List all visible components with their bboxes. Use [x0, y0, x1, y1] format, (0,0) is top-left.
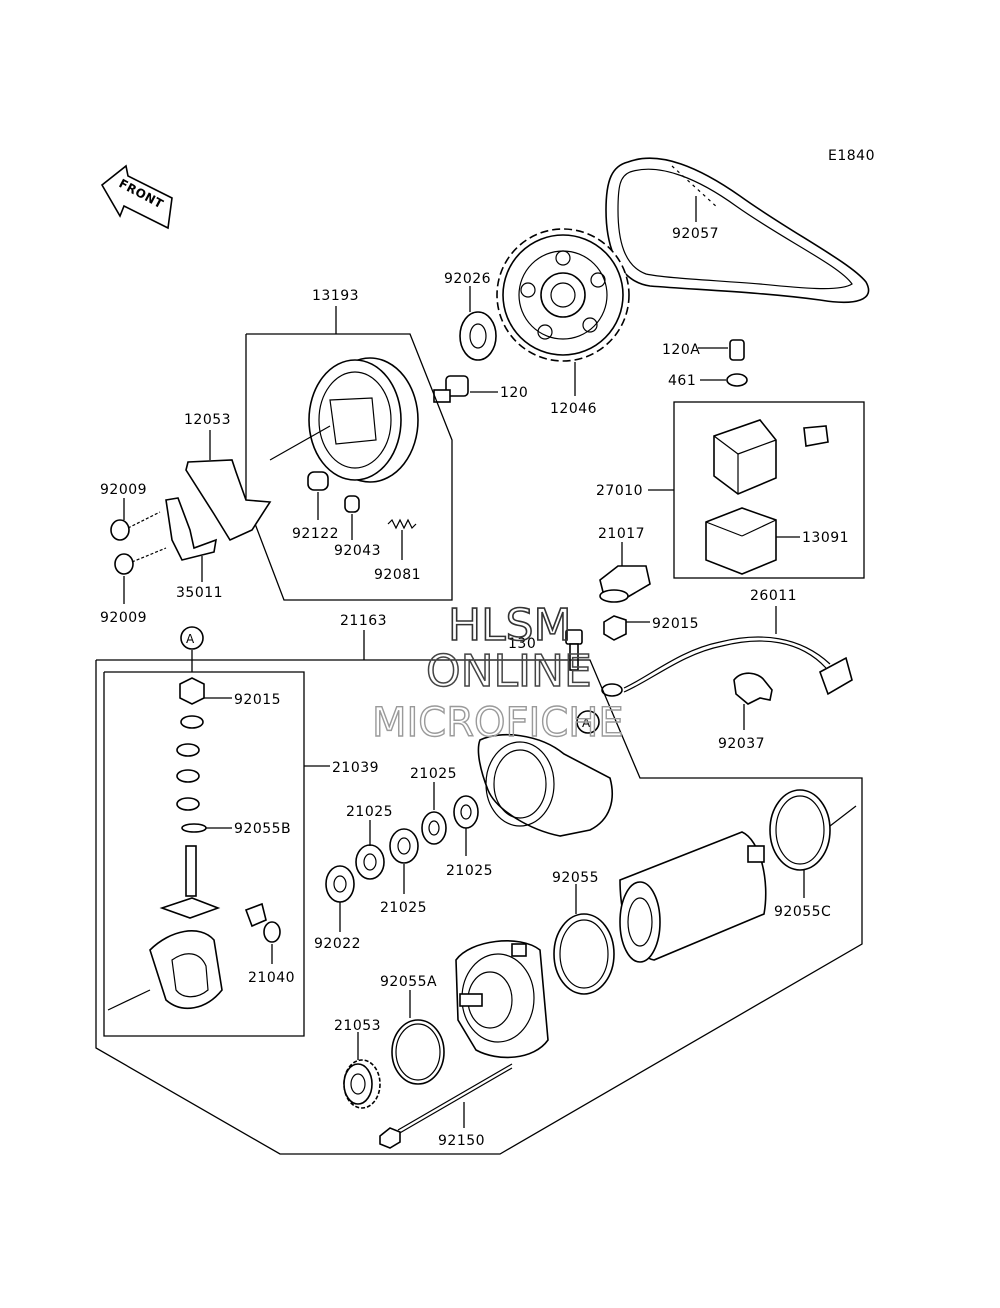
bracket-35011 [165, 497, 218, 561]
o-ring-92055B [181, 823, 207, 833]
drive-belt [605, 157, 870, 304]
washer-stack-1 [180, 715, 204, 729]
part-label-92122: 92122 [292, 526, 339, 542]
part-label-92043: 92043 [334, 543, 381, 559]
part-label-130: 130 [508, 636, 536, 652]
group-frame-21039 [103, 671, 305, 1037]
part-label-92009-lower: 92009 [100, 610, 147, 626]
washer-stack-4 [176, 797, 200, 811]
part-label-21025-top: 21025 [410, 766, 457, 782]
part-label-12053: 12053 [184, 412, 231, 428]
starter-cable [601, 636, 853, 697]
starter-front-cover [455, 940, 549, 1059]
part-label-13091: 13091 [802, 530, 849, 546]
part-label-92081: 92081 [374, 567, 421, 583]
cable-clamp-92037 [733, 672, 773, 705]
fuse [803, 425, 829, 447]
starter-motor [619, 831, 767, 963]
part-label-92009-upper: 92009 [100, 482, 147, 498]
part-label-21025-right: 21025 [446, 863, 493, 879]
bracket-12053 [185, 459, 272, 542]
watermark-line1: HLSM [448, 600, 572, 651]
starter-sprocket [496, 228, 630, 362]
part-label-92057: 92057 [672, 226, 719, 242]
watermark-line2: ONLINE [426, 646, 592, 697]
ref-marker-a: A [180, 626, 204, 650]
part-label-92026: 92026 [444, 271, 491, 287]
nut-92015-cable [603, 615, 627, 641]
shim-21025-1 [453, 795, 479, 829]
part-label-21025-left: 21025 [346, 804, 393, 820]
brush-spring-21040 [244, 902, 281, 943]
part-label-92037: 92037 [718, 736, 765, 752]
o-ring-92055C [769, 789, 831, 871]
bolt-130 [565, 629, 583, 671]
washer-stack-2 [176, 743, 200, 757]
part-label-92055B: 92055B [234, 821, 291, 837]
part-label-21017: 21017 [598, 526, 645, 542]
brush-holder-assembly [107, 845, 223, 1011]
o-ring-92055A [391, 1019, 445, 1085]
part-label-92015-cable: 92015 [652, 616, 699, 632]
terminal-cap-21017 [599, 565, 651, 603]
part-label-92150: 92150 [438, 1133, 485, 1149]
part-label-12046: 12046 [550, 401, 597, 417]
starter-end-cover [477, 734, 613, 837]
part-label-92055: 92055 [552, 870, 599, 886]
o-ring-92055 [553, 913, 615, 995]
shim-21025-2 [421, 811, 447, 845]
part-label-92055A: 92055A [380, 974, 437, 990]
svg-text:A: A [582, 716, 591, 730]
diagram-id: E1840 [828, 148, 875, 164]
part-label-21040: 21040 [248, 970, 295, 986]
washer-stack-3 [176, 769, 200, 783]
screw-92009-upper [110, 511, 161, 541]
part-label-35011: 35011 [176, 585, 223, 601]
part-label-13193: 13193 [312, 288, 359, 304]
bolt-120 [433, 375, 469, 403]
starter-clutch [269, 357, 419, 483]
washer-92022 [325, 865, 355, 903]
starter-relay [713, 419, 777, 495]
part-label-92015-terminal: 92015 [234, 692, 281, 708]
shim-21025-3 [389, 828, 419, 864]
part-label-21163: 21163 [340, 613, 387, 629]
part-label-92055C: 92055C [774, 904, 831, 920]
ref-marker-a-housing: A [576, 710, 600, 734]
washer-461 [726, 373, 748, 387]
svg-text:A: A [186, 632, 195, 646]
part-label-21039: 21039 [332, 760, 379, 776]
shim-21025-4 [355, 844, 385, 880]
part-label-461: 461 [668, 373, 696, 389]
plunger-92043 [344, 495, 360, 513]
roller-92122 [307, 471, 329, 491]
part-label-21025-bottom: 21025 [380, 900, 427, 916]
relay-cover-13091 [705, 507, 777, 575]
watermark-line3: MICROFICHE [372, 700, 624, 746]
part-label-92022: 92022 [314, 936, 361, 952]
front-arrow-icon: FRONT [100, 164, 173, 230]
part-label-21053: 21053 [334, 1018, 381, 1034]
through-bolt-92150 [379, 1063, 513, 1149]
starter-gear-21053 [343, 1059, 381, 1109]
part-label-26011: 26011 [750, 588, 797, 604]
part-label-27010: 27010 [596, 483, 643, 499]
nut-92015-terminal [179, 677, 205, 705]
screw-92009-lower [114, 547, 167, 575]
bolt-120A [729, 339, 745, 361]
group-frame-21163 [95, 659, 863, 1155]
part-label-120: 120 [500, 385, 528, 401]
washer-92026 [459, 311, 497, 361]
part-label-120A: 120A [662, 342, 700, 358]
spring-92081 [387, 518, 417, 530]
